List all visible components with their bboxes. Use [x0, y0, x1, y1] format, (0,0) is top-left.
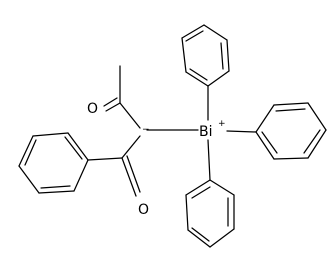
benzoyl-phenyl-ring [18, 132, 89, 194]
bismuth-label: Bi [199, 124, 213, 140]
phenyl-top [181, 24, 230, 121]
acetyl-carbonyl-double-bond-outer [105, 102, 121, 112]
carbanion-charge-label: − [142, 125, 150, 135]
acetyl-oxygen-label: O [87, 101, 98, 117]
benzoyl-carbonyl-double-bond-outer [121, 157, 137, 197]
benzoyl-to-phenyl-bond [87, 157, 123, 161]
benzoyl-group: O [18, 132, 149, 218]
benzoyl-oxygen-label: O [138, 202, 149, 218]
carbanion-center: − [121, 125, 199, 159]
bismuth-charge-label: + [218, 119, 226, 129]
benzoyl-carbonyl-double-bond-inner [126, 155, 141, 193]
acetyl-to-carbanion-bond [119, 102, 141, 129]
phenyl-bottom [185, 139, 235, 248]
bi-to-bottom-phenyl-bond [207, 139, 211, 181]
carbanion-to-benzoyl-bond [121, 135, 141, 159]
phenyl-right [226, 102, 327, 160]
acetyl-carbonyl-double-bond-inner [103, 97, 118, 107]
bi-to-right-phenyl-bond [226, 130, 257, 133]
acetyl-group: O [87, 65, 141, 129]
bismuth-center: Bi + [199, 119, 226, 140]
